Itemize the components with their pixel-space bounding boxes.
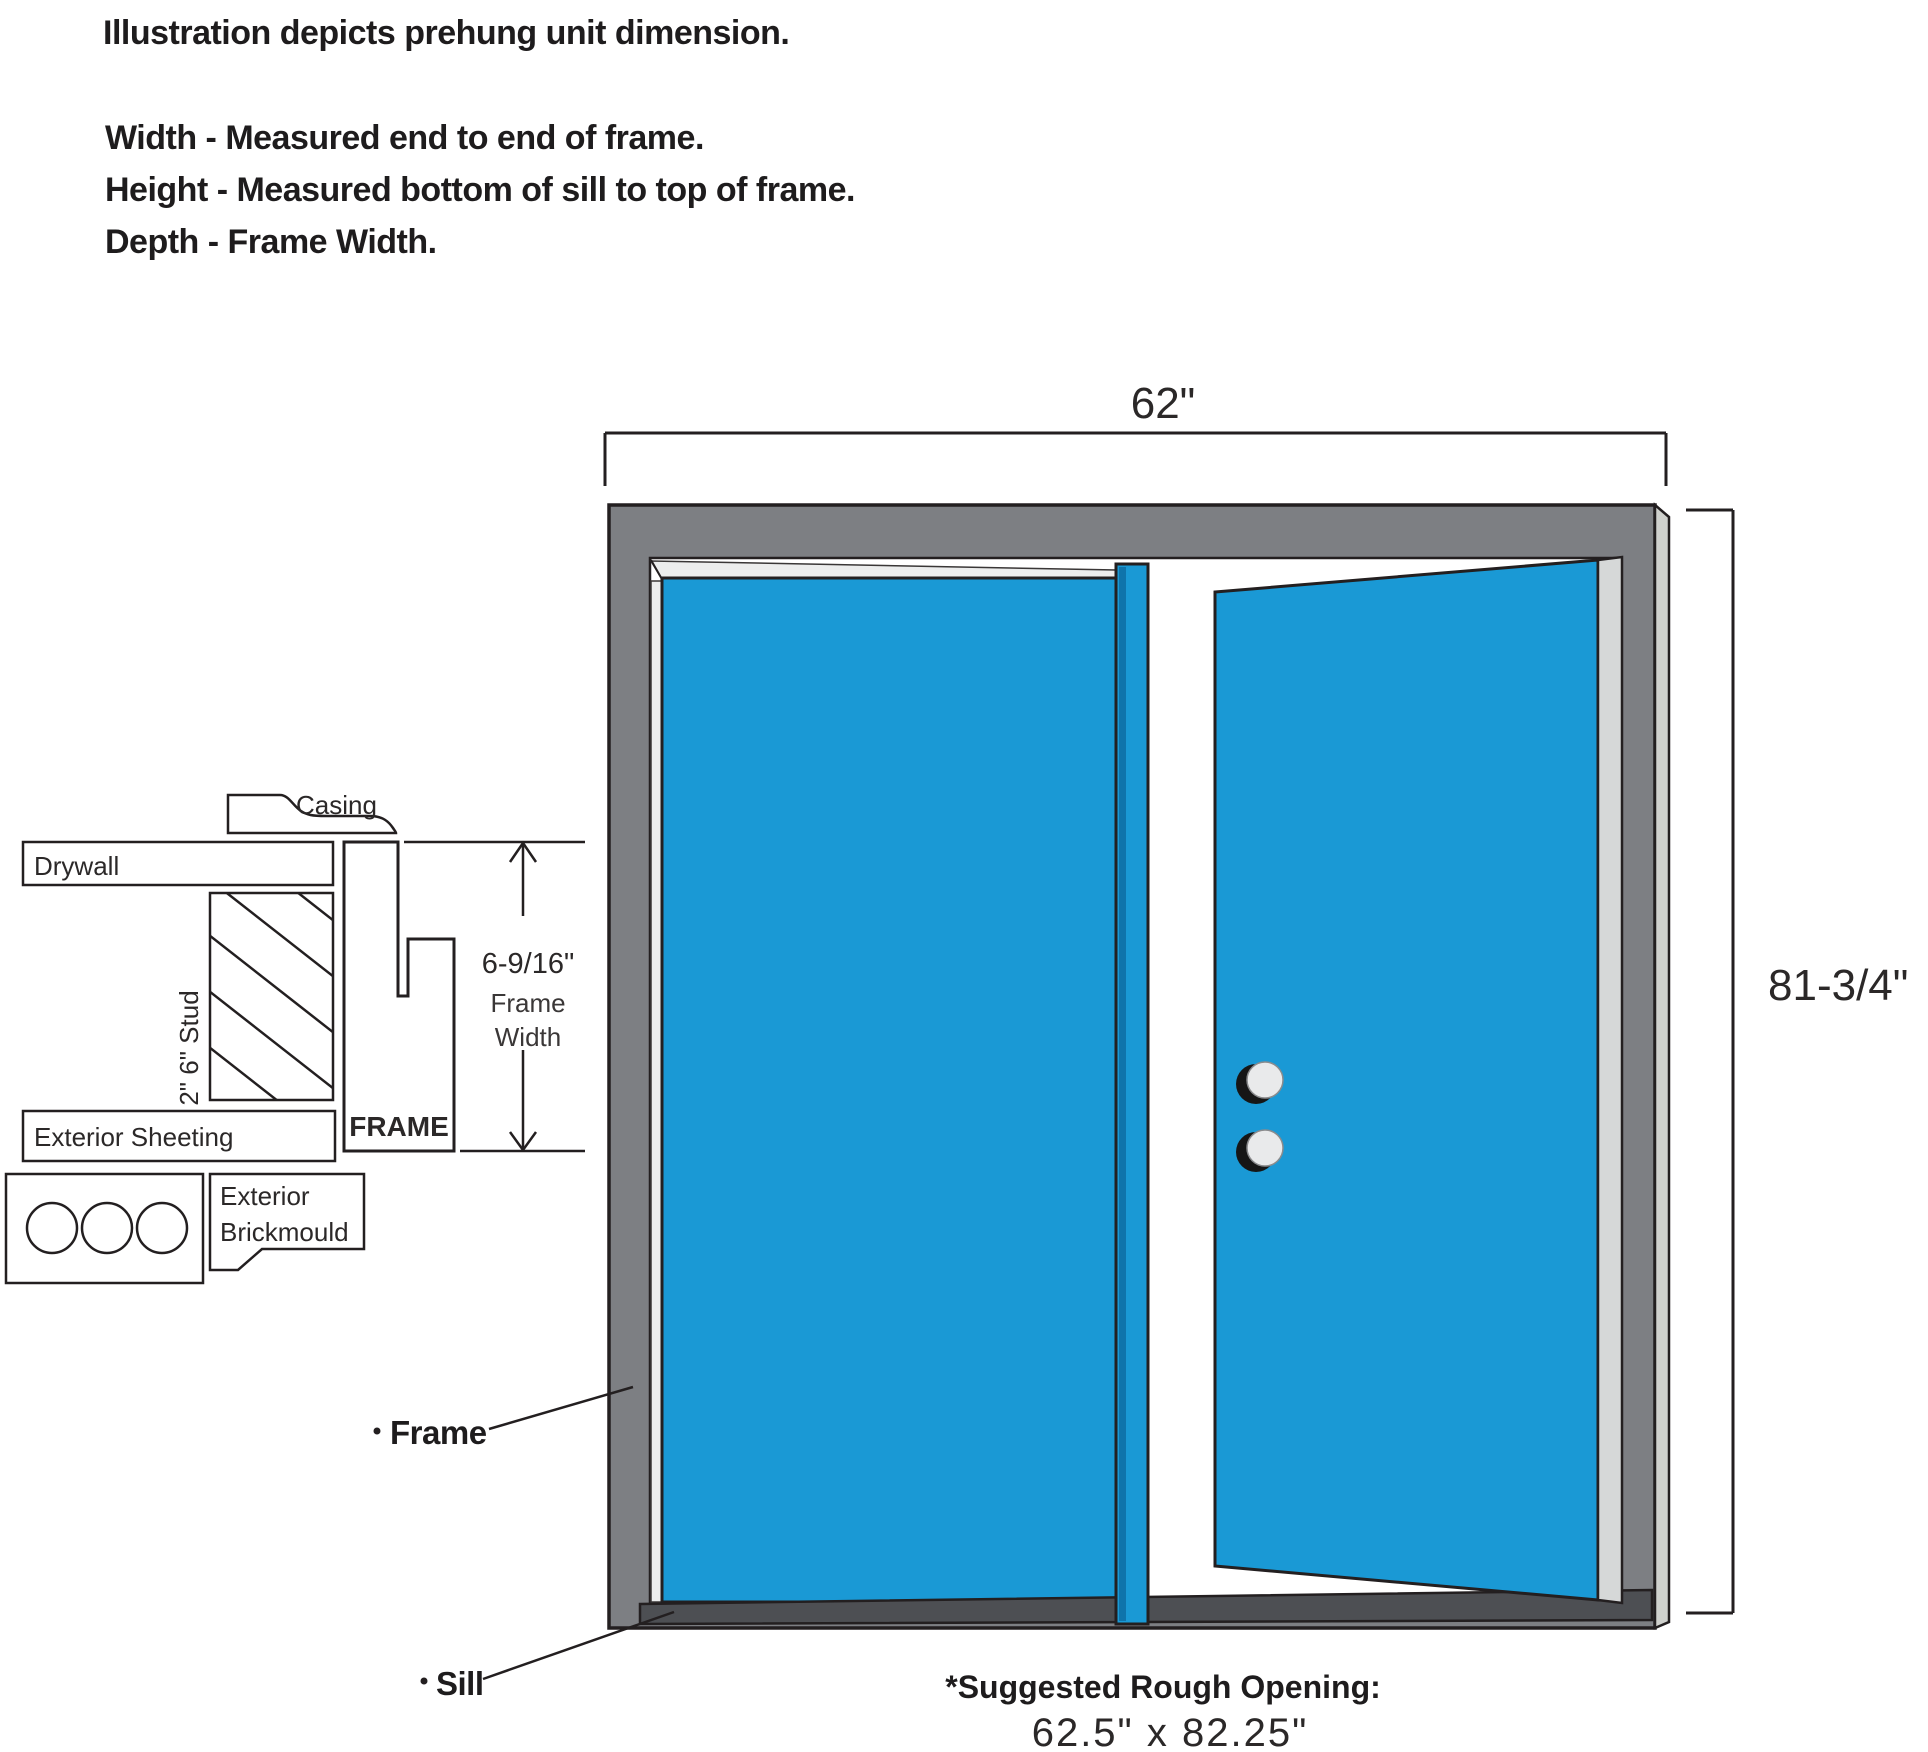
brickmould-label-line2: Brickmould xyxy=(220,1217,349,1247)
frame-width-arrowhead-up xyxy=(508,840,538,863)
drywall-label: Drywall xyxy=(34,851,119,881)
stud-label: 2" 6" Stud xyxy=(174,990,204,1105)
frame-callout-label: Frame xyxy=(390,1414,487,1451)
frame-width-label-line2: Width xyxy=(495,1022,561,1052)
brickmould-siding-box xyxy=(4,1172,205,1285)
door-unit xyxy=(607,502,1671,1630)
frame-width-value: 6-9/16" xyxy=(482,948,575,980)
deadbolt-knob xyxy=(1246,1061,1284,1099)
frame-width-dimension: 6-9/16" Frame Width xyxy=(404,840,585,1153)
stud-box xyxy=(208,891,335,1102)
heading-line-height: Height - Measured bottom of sill to top … xyxy=(105,171,855,209)
rough-opening-value: 62.5" x 82.25" xyxy=(1032,1711,1309,1752)
cross-section-detail: Casing Drywall FRAME 2" 6" Stud Exterior… xyxy=(4,790,585,1285)
frame-callout-dot xyxy=(373,1427,381,1435)
sill-callout: Sill xyxy=(420,1610,675,1702)
astragal-shadow-line xyxy=(1119,567,1126,1621)
frame-callout: Frame xyxy=(373,1385,634,1451)
siding-circle xyxy=(80,1201,134,1255)
sill-callout-label: Sill xyxy=(436,1665,484,1702)
sill-callout-dot xyxy=(420,1677,428,1685)
heading-line-depth: Depth - Frame Width. xyxy=(105,223,437,261)
heading-line-width: Width - Measured end to end of frame. xyxy=(105,119,704,157)
width-dimension-value: 62" xyxy=(1131,379,1196,428)
width-dimension: 62" xyxy=(603,379,1668,486)
heading-block: Illustration depicts prehung unit dimens… xyxy=(103,14,855,261)
frame-width-label-line1: Frame xyxy=(490,988,565,1018)
brickmould-label-box xyxy=(208,1172,366,1272)
casing-label: Casing xyxy=(296,790,377,820)
rough-opening-label: *Suggested Rough Opening: xyxy=(945,1669,1381,1705)
exterior-sheeting-label: Exterior Sheeting xyxy=(34,1122,233,1152)
door-knob xyxy=(1246,1129,1284,1167)
height-dimension: 81-3/4" xyxy=(1686,508,1908,1615)
siding-circle xyxy=(135,1201,189,1255)
exterior-sheeting-box xyxy=(21,1109,337,1163)
frame-callout-leader xyxy=(488,1385,634,1431)
drywall-box xyxy=(21,840,335,887)
footer-block: *Suggested Rough Opening: 62.5" x 82.25" xyxy=(945,1669,1381,1752)
sill-callout-leader xyxy=(482,1610,675,1681)
stud-hatch xyxy=(210,893,333,1100)
door-hardware xyxy=(1236,1061,1284,1172)
siding-circle xyxy=(25,1201,79,1255)
left-door-panel xyxy=(660,576,1118,1604)
height-dimension-value: 81-3/4" xyxy=(1768,961,1908,1010)
brickmould-label-line1: Exterior xyxy=(220,1181,310,1211)
frame-width-arrowhead-down xyxy=(508,1131,538,1153)
right-door-edge-face xyxy=(1596,555,1624,1605)
casing-profile xyxy=(226,793,398,835)
frame-depth-edge xyxy=(1653,502,1671,1630)
frame-section-label: FRAME xyxy=(349,1111,449,1142)
heading-title: Illustration depicts prehung unit dimens… xyxy=(103,14,789,52)
frame-jamb-profile xyxy=(342,840,456,1153)
